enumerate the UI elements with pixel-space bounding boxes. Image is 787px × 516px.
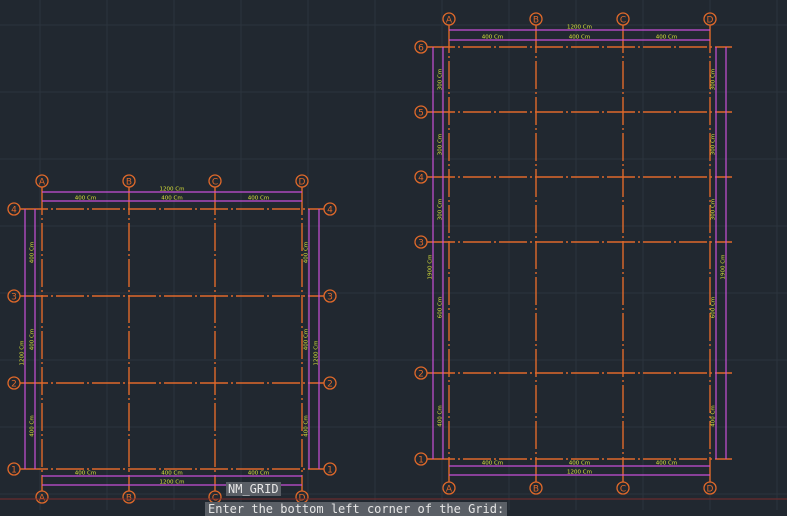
row-bubble-right-2 <box>323 376 337 390</box>
dimension-total-text: 1200 Cm <box>567 470 592 476</box>
row-bubble-left-1-label: 1 <box>418 456 424 466</box>
row-bubble-right-4 <box>323 202 337 216</box>
row-bubble-right-4-label: 4 <box>327 206 333 216</box>
dimension-total-text: 1200 Cm <box>160 480 185 486</box>
row-bubble-left-2 <box>414 366 428 380</box>
grid-left <box>20 187 324 491</box>
dimension-text: 400 Cm <box>75 471 96 477</box>
row-bubble-left-4-label: 4 <box>418 174 424 184</box>
row-bubble-left-1 <box>7 462 21 476</box>
column-bubble-top-A-label: A <box>446 16 453 26</box>
column-bubble-bottom-B-label: B <box>533 485 539 495</box>
row-bubble-left-3 <box>414 235 428 249</box>
dimension-text: 600 Cm <box>438 297 444 318</box>
dimension-text: 400 Cm <box>482 35 503 41</box>
dimension-text: 400 Cm <box>656 461 677 467</box>
column-bubble-bottom-A <box>35 490 49 504</box>
column-bubble-top-C-label: C <box>212 178 218 188</box>
dimension-text: 400 Cm <box>711 405 717 426</box>
column-bubble-top-C-label: C <box>620 16 626 26</box>
row-bubble-left-3 <box>7 289 21 303</box>
column-bubble-bottom-B <box>122 490 136 504</box>
row-bubble-left-4-label: 4 <box>11 206 17 216</box>
column-bubble-bottom-D-label: D <box>707 485 714 495</box>
column-bubble-top-D <box>703 12 717 26</box>
dimension-total-text: 1900 Cm <box>428 255 434 280</box>
column-bubble-bottom-C <box>616 481 630 495</box>
dimension-total-text: 1200 Cm <box>20 341 26 366</box>
dimension-text: 300 Cm <box>711 134 717 155</box>
dimension-text: 300 Cm <box>711 69 717 90</box>
row-bubble-right-1-label: 1 <box>327 466 333 476</box>
column-bubble-bottom-A-label: A <box>446 485 453 495</box>
dimension-text: 400 Cm <box>304 415 310 436</box>
command-name: NM_GRID <box>226 482 281 496</box>
row-bubble-left-5-label: 5 <box>418 109 424 119</box>
row-bubble-left-3-label: 3 <box>11 293 17 303</box>
row-bubble-left-4 <box>414 170 428 184</box>
dimension-text: 400 Cm <box>482 461 503 467</box>
dimension-text: 400 Cm <box>30 242 36 263</box>
dimension-text: 600 Cm <box>711 297 717 318</box>
dimension-total-text: 1900 Cm <box>721 255 727 280</box>
column-bubble-bottom-D <box>703 481 717 495</box>
command-prompt[interactable]: Enter the bottom left corner of the Grid… <box>205 502 508 516</box>
row-bubble-left-2 <box>7 376 21 390</box>
column-bubble-top-B-label: B <box>126 178 132 188</box>
dimension-text: 400 Cm <box>438 405 444 426</box>
column-bubble-top-A <box>442 12 456 26</box>
dimension-text: 400 Cm <box>569 461 590 467</box>
dimension-text: 400 Cm <box>30 329 36 350</box>
row-bubble-right-3-label: 3 <box>327 293 333 303</box>
dimension-text: 400 Cm <box>75 196 96 202</box>
column-bubble-top-B-label: B <box>533 16 539 26</box>
dimension-text: 400 Cm <box>569 35 590 41</box>
row-bubble-left-5 <box>414 105 428 119</box>
column-bubble-top-B <box>529 12 543 26</box>
column-bubble-top-A <box>35 174 49 188</box>
row-bubble-left-6-label: 6 <box>418 44 424 54</box>
dimension-text: 400 Cm <box>30 415 36 436</box>
row-bubble-left-1-label: 1 <box>11 466 17 476</box>
column-bubble-top-A-label: A <box>39 178 46 188</box>
dimension-total-text: 1200 Cm <box>567 25 592 31</box>
row-bubble-right-1 <box>323 462 337 476</box>
column-bubble-top-B <box>122 174 136 188</box>
dimension-text: 300 Cm <box>438 69 444 90</box>
dimension-total-text: 1200 Cm <box>160 187 185 193</box>
column-bubble-bottom-A <box>442 481 456 495</box>
column-bubble-top-C <box>208 174 222 188</box>
dimension-total-text: 1200 Cm <box>314 341 320 366</box>
column-bubble-bottom-C-label: C <box>620 485 626 495</box>
dimension-text: 400 Cm <box>248 471 269 477</box>
dimension-text: 400 Cm <box>248 196 269 202</box>
dimension-text: 400 Cm <box>656 35 677 41</box>
row-bubble-left-6 <box>414 40 428 54</box>
row-bubble-left-2-label: 2 <box>11 380 17 390</box>
row-bubble-left-3-label: 3 <box>418 239 424 249</box>
column-bubble-top-C <box>616 12 630 26</box>
dimension-text: 400 Cm <box>161 471 182 477</box>
grid-right <box>427 25 732 482</box>
dimension-text: 300 Cm <box>711 199 717 220</box>
column-bubble-top-D-label: D <box>299 178 306 188</box>
row-bubble-left-1 <box>414 452 428 466</box>
column-bubble-bottom-B <box>529 481 543 495</box>
dimension-text: 400 Cm <box>304 242 310 263</box>
row-bubble-right-2-label: 2 <box>327 380 333 390</box>
row-bubble-right-3 <box>323 289 337 303</box>
dimension-text: 400 Cm <box>304 329 310 350</box>
row-bubble-left-2-label: 2 <box>418 370 424 380</box>
dimension-text: 300 Cm <box>438 134 444 155</box>
column-bubble-top-D <box>295 174 309 188</box>
dimension-text: 400 Cm <box>161 196 182 202</box>
row-bubble-left-4 <box>7 202 21 216</box>
dimension-text: 300 Cm <box>438 199 444 220</box>
column-bubble-top-D-label: D <box>707 16 714 26</box>
